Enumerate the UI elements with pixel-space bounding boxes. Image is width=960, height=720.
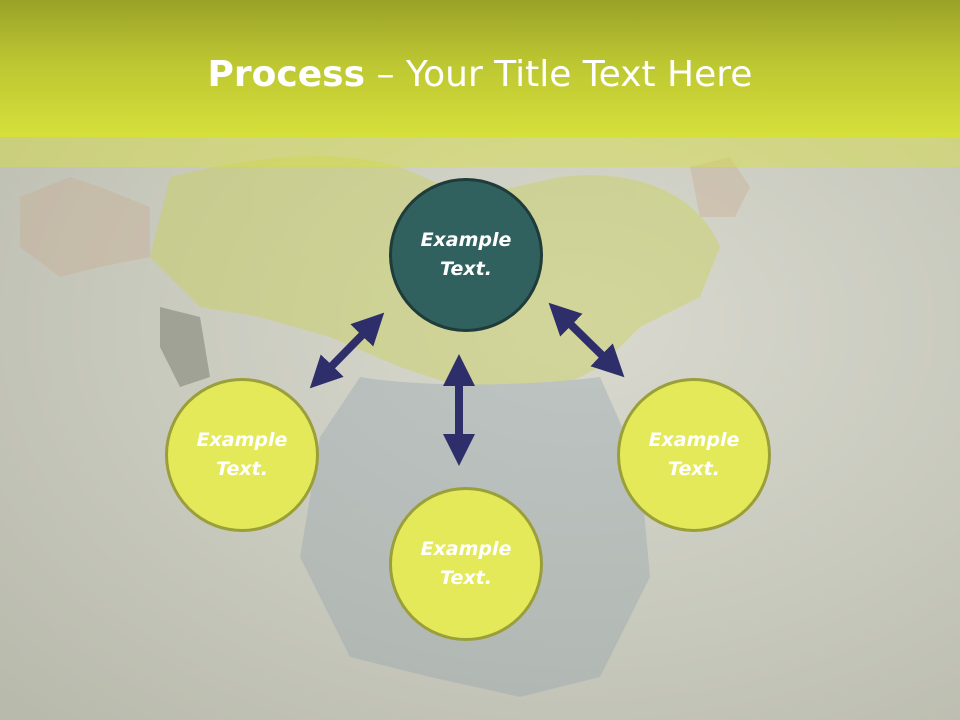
arrow-center-left <box>309 312 385 389</box>
title-bold: Process <box>207 54 366 95</box>
slide-title: Process – Your Title Text Here <box>0 50 960 100</box>
node-bottom-label: Example Text. <box>420 538 512 589</box>
node-bottom: Example Text. <box>389 487 543 641</box>
node-left-label: Example Text. <box>196 429 288 480</box>
node-center: Example Text. <box>389 178 543 332</box>
header-band <box>0 137 960 167</box>
node-center-label: Example Text. <box>420 229 512 280</box>
node-right: Example Text. <box>617 378 771 532</box>
header-bar <box>0 0 960 137</box>
title-rest: – Your Title Text Here <box>365 54 753 95</box>
node-right-label: Example Text. <box>648 429 740 480</box>
node-left: Example Text. <box>165 378 319 532</box>
arrow-center-right <box>548 302 625 378</box>
